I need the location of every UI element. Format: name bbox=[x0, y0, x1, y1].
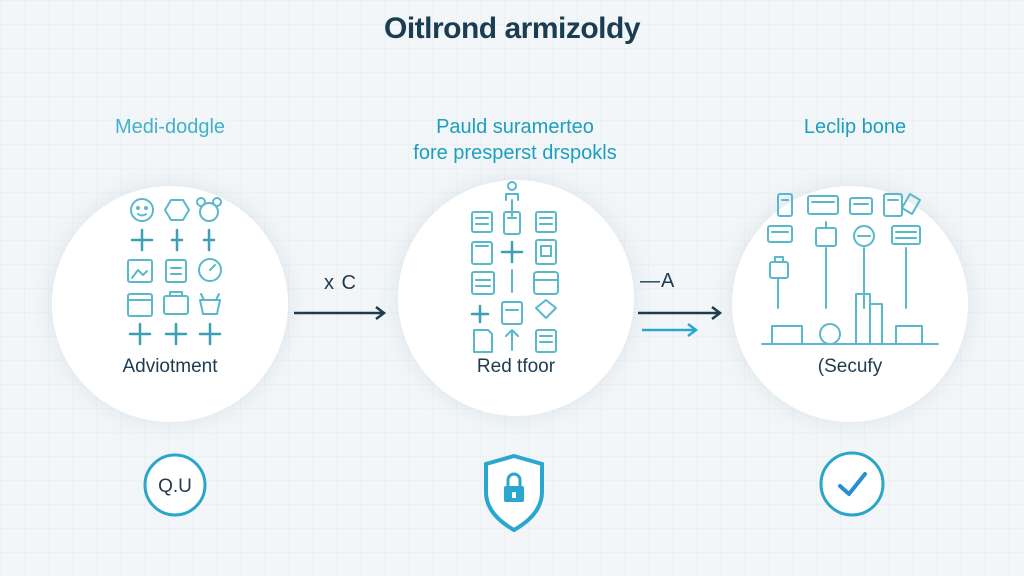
package-icon bbox=[815, 221, 837, 247]
middle-icon-grid bbox=[470, 181, 559, 353]
receipt-icon bbox=[473, 329, 493, 353]
city-skyline-icon bbox=[761, 293, 939, 345]
phone-icon bbox=[503, 211, 521, 235]
bag-icon bbox=[769, 256, 789, 279]
checkmark-circle-icon bbox=[819, 451, 885, 517]
right-icon-grid bbox=[761, 193, 939, 345]
image-frame-icon bbox=[127, 259, 153, 283]
basket-icon bbox=[199, 293, 221, 315]
page-title: Oitlrond armizoldy bbox=[383, 12, 641, 45]
magnifier-badge-icon: Q.U bbox=[143, 453, 207, 517]
monitor-icon bbox=[767, 225, 793, 243]
plus-icon bbox=[500, 240, 524, 264]
gauge-icon bbox=[198, 258, 222, 282]
plus-row-2 bbox=[128, 322, 222, 346]
connector-label-left: x C bbox=[324, 272, 357, 294]
document-icon bbox=[165, 259, 187, 283]
form-icon bbox=[471, 211, 493, 233]
badge-left-text: Q.U bbox=[158, 476, 192, 497]
wallet-icon bbox=[163, 291, 189, 315]
mobile-icon bbox=[777, 193, 793, 217]
circle-node-left: Adviotment bbox=[52, 186, 288, 422]
column-heading-left: Medi-dodgle bbox=[114, 116, 226, 138]
shield-lock-icon bbox=[484, 453, 544, 533]
left-icon-grid bbox=[127, 197, 222, 346]
note-icon bbox=[535, 329, 557, 353]
connector-label-right: —A bbox=[640, 270, 676, 292]
server-icon bbox=[883, 193, 903, 217]
clipboard-icon bbox=[471, 241, 493, 265]
column-heading-middle-line1: Pauld suramerteo bbox=[436, 116, 594, 138]
plus-row-1 bbox=[130, 228, 216, 252]
connector-lines bbox=[777, 247, 907, 309]
person-icon bbox=[505, 181, 519, 217]
column-heading-right: Leclip bone bbox=[803, 116, 907, 138]
window-icon bbox=[127, 293, 153, 317]
circle-label-left: Adviotment bbox=[122, 356, 218, 377]
circle-label-right: (Secufy bbox=[817, 356, 883, 377]
browser-icon bbox=[807, 195, 839, 215]
device-icon bbox=[535, 239, 557, 265]
arrow-connector-left bbox=[294, 306, 387, 320]
bear-icon bbox=[196, 197, 222, 222]
list-icon bbox=[535, 211, 557, 233]
tablet-icon bbox=[501, 301, 523, 325]
column-heading-middle-line2: fore presperst drspokls bbox=[413, 142, 617, 164]
cloud-sync-icon bbox=[853, 225, 875, 247]
circle-node-right: (Secufy bbox=[732, 186, 968, 422]
chat-icon bbox=[849, 197, 873, 215]
folder-icon bbox=[901, 193, 921, 215]
calendar-icon bbox=[533, 271, 559, 295]
hexagon-icon bbox=[164, 199, 190, 221]
plus-small-icon bbox=[470, 304, 490, 324]
circle-label-middle: Red tfoor bbox=[476, 356, 556, 377]
face-icon bbox=[130, 198, 154, 222]
column-heading-middle: Pauld suramerteo fore presperst drspokls bbox=[380, 114, 650, 166]
circle-node-middle: Red tfoor bbox=[398, 180, 634, 416]
arrow-connector-right bbox=[638, 306, 723, 337]
link-icon bbox=[535, 299, 557, 319]
keyboard-icon bbox=[891, 225, 921, 245]
arrow-up-icon bbox=[505, 329, 519, 351]
card-icon bbox=[471, 271, 495, 295]
